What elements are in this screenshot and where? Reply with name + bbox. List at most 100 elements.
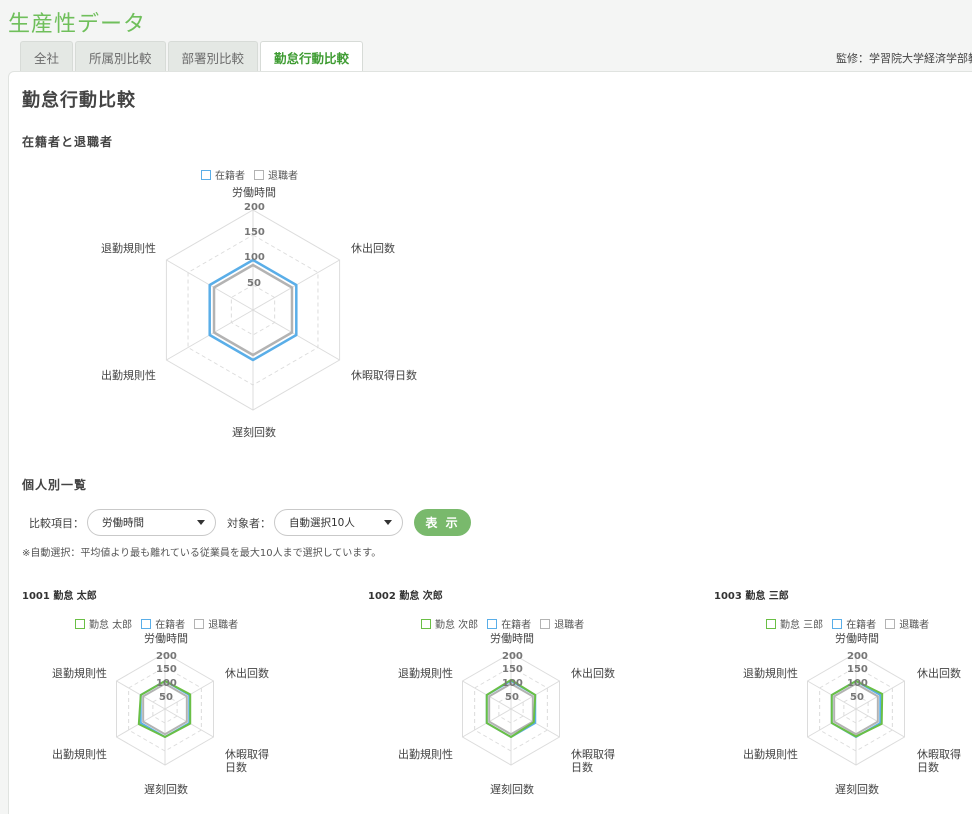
emp2-axis-label-2: 休暇取得 日数 <box>571 748 615 774</box>
emp1-axis-label-1: 休出回数 <box>225 667 269 680</box>
employee-legend-2: 勤怠 次郎 在籍者 退職者 <box>421 616 593 631</box>
radar-series-在籍者 <box>208 258 298 362</box>
employee-legend-3: 勤怠 三郎 在籍者 退職者 <box>766 616 938 631</box>
legend-item-current[interactable]: 在籍者 <box>141 616 185 631</box>
emp2-tick-50: 50 <box>505 692 519 703</box>
emp1-axis-label-5: 退勤規則性 <box>52 667 107 680</box>
legend-item-employee[interactable]: 勤怠 太郎 <box>75 616 132 631</box>
chevron-down-icon <box>197 520 205 525</box>
emp3-tick-200: 200 <box>847 651 868 662</box>
target-select-value: 自動選択10人 <box>289 517 355 529</box>
compare-label: 比較項目： <box>29 517 84 530</box>
emp3-tick-50: 50 <box>850 692 864 703</box>
main-axis-label-1: 休出回数 <box>351 242 395 255</box>
main-axis-label-3: 遅刻回数 <box>232 426 276 439</box>
emp3-axis-label-4: 出勤規則性 <box>743 748 798 761</box>
main-axis-label-2: 休暇取得日数 <box>351 369 417 382</box>
legend-item-current[interactable]: 在籍者 <box>487 616 531 631</box>
content-card <box>8 71 972 814</box>
legend-swatch-employee <box>75 618 85 629</box>
emp1-tick-50: 50 <box>159 692 173 703</box>
emp3-axis-label-5: 退勤規則性 <box>743 667 798 680</box>
legend-swatch-retired <box>885 618 896 629</box>
main-tick-150: 150 <box>244 227 265 238</box>
legend-swatch-current <box>832 618 843 629</box>
legend-item-employee[interactable]: 勤怠 次郎 <box>421 616 478 631</box>
chevron-down-icon <box>384 520 392 525</box>
emp2-tick-100: 100 <box>502 678 523 689</box>
emp3-axis-label-3: 遅刻回数 <box>835 783 879 796</box>
app-title: 生産性データ <box>8 12 147 37</box>
legend-item-current[interactable]: 在籍者 <box>201 167 245 182</box>
tab-department-compare[interactable]: 部署別比較 <box>167 41 259 72</box>
emp1-axis-label-0: 労働時間 <box>144 632 188 645</box>
emp2-tick-200: 200 <box>502 651 523 662</box>
main-axis-label-4: 出勤規則性 <box>101 369 156 382</box>
legend-item-retired[interactable]: 退職者 <box>194 616 238 631</box>
legend-swatch-retired <box>540 618 551 629</box>
legend-swatch-employee <box>766 618 776 629</box>
target-select[interactable]: 自動選択10人 <box>274 509 403 536</box>
section-title-individual: 個人別一覧 <box>22 478 88 492</box>
radar-series-勤怠 次郎 <box>485 678 537 738</box>
target-label: 対象者： <box>227 517 271 530</box>
main-tick-100: 100 <box>244 252 265 263</box>
emp3-axis-label-0: 労働時間 <box>835 632 879 645</box>
emp3-axis-label-2: 休暇取得 日数 <box>917 748 961 774</box>
emp1-tick-150: 150 <box>156 664 177 675</box>
emp2-tick-150: 150 <box>502 664 523 675</box>
main-legend: 在籍者 退職者 <box>201 167 307 182</box>
emp1-tick-200: 200 <box>156 651 177 662</box>
emp3-axis-label-1: 休出回数 <box>917 667 961 680</box>
main-axis-label-5: 退勤規則性 <box>101 242 156 255</box>
legend-item-retired[interactable]: 退職者 <box>885 616 929 631</box>
main-tick-200: 200 <box>244 202 265 213</box>
legend-item-current[interactable]: 在籍者 <box>832 616 876 631</box>
legend-swatch-current <box>141 618 152 629</box>
supervisor-note: 監修：学習院大学経済学部教 <box>836 52 972 65</box>
radar-series-退職者 <box>212 263 294 357</box>
radar-series-勤怠 太郎 <box>137 680 192 738</box>
legend-swatch-retired <box>194 618 205 629</box>
legend-swatch-employee <box>421 618 431 629</box>
legend-swatch-retired <box>254 169 264 180</box>
legend-item-retired[interactable]: 退職者 <box>540 616 584 631</box>
legend-item-retired[interactable]: 退職者 <box>254 167 298 182</box>
employee-title-2: 1002 勤怠 次郎 <box>368 591 443 602</box>
legend-swatch-current <box>201 169 211 180</box>
emp2-axis-label-4: 出勤規則性 <box>398 748 453 761</box>
employee-title-3: 1003 勤怠 三郎 <box>714 591 789 602</box>
show-button[interactable]: 表 示 <box>414 509 471 536</box>
radar-series-退職者 <box>142 682 188 736</box>
compare-select[interactable]: 労働時間 <box>87 509 216 536</box>
compare-select-value: 労働時間 <box>102 517 144 529</box>
page-title: 勤怠行動比較 <box>22 90 136 111</box>
emp1-tick-100: 100 <box>156 678 177 689</box>
emp2-axis-label-0: 労働時間 <box>490 632 534 645</box>
tab-bar: 全社 所属別比較 部署別比較 勤怠行動比較 <box>20 41 365 73</box>
emp2-axis-label-5: 退勤規則性 <box>398 667 453 680</box>
emp3-tick-100: 100 <box>847 678 868 689</box>
radar-series-退職者 <box>488 682 534 736</box>
emp1-axis-label-2: 休暇取得 日数 <box>225 748 269 774</box>
emp2-axis-label-1: 休出回数 <box>571 667 615 680</box>
emp3-tick-150: 150 <box>847 664 868 675</box>
emp1-axis-label-4: 出勤規則性 <box>52 748 107 761</box>
legend-item-employee[interactable]: 勤怠 三郎 <box>766 616 823 631</box>
main-tick-50: 50 <box>247 278 261 289</box>
tab-all[interactable]: 全社 <box>20 41 74 72</box>
tab-attendance-compare[interactable]: 勤怠行動比較 <box>260 41 364 73</box>
section-title-main: 在籍者と退職者 <box>22 135 114 149</box>
legend-swatch-current <box>487 618 498 629</box>
radar-series-退職者 <box>833 682 879 736</box>
emp1-axis-label-3: 遅刻回数 <box>144 783 188 796</box>
radar-series-勤怠 三郎 <box>830 680 884 738</box>
emp2-axis-label-3: 遅刻回数 <box>490 783 534 796</box>
tab-affiliation-compare[interactable]: 所属別比較 <box>75 41 166 72</box>
employee-title-1: 1001 勤怠 太郎 <box>22 591 97 602</box>
main-axis-label-0: 労働時間 <box>232 186 276 199</box>
